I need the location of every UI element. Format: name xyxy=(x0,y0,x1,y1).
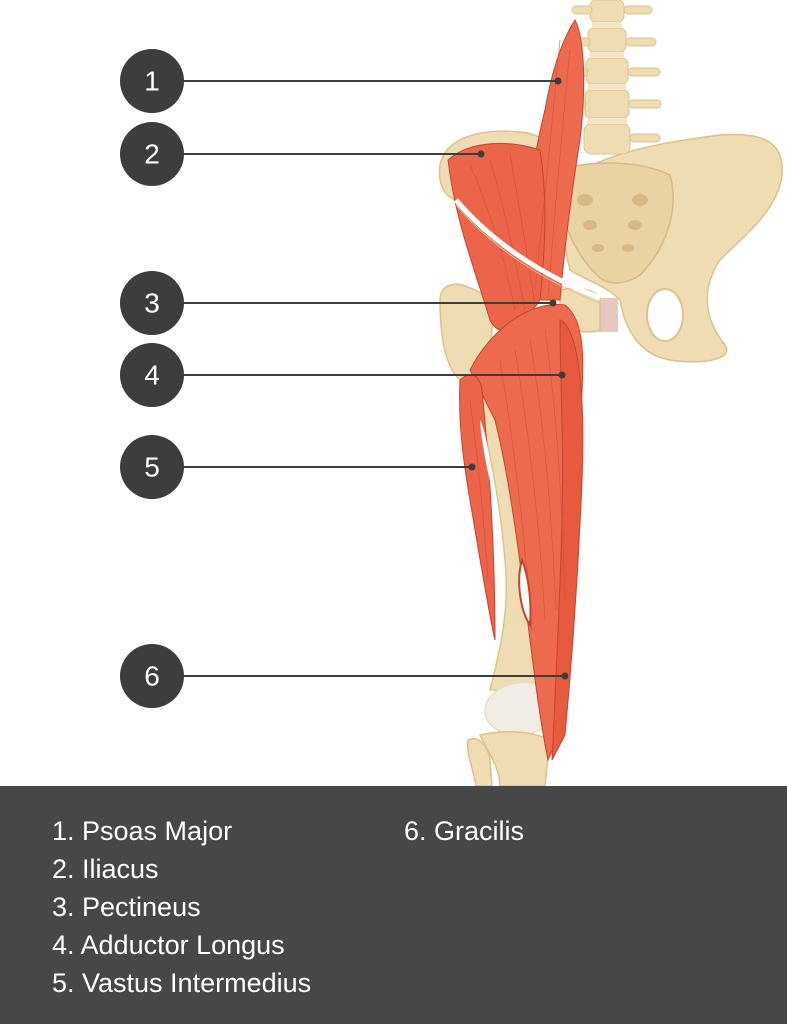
legend-panel: 1. Psoas Major 2. Iliacus 3. Pectineus 4… xyxy=(0,786,787,1024)
legend-item-psoas-major: 1. Psoas Major xyxy=(52,812,311,850)
obturator-foramen xyxy=(647,289,683,341)
marker-number: 1 xyxy=(144,66,160,97)
marker-number: 2 xyxy=(144,139,160,170)
pubic-symphysis xyxy=(598,298,618,332)
legend-item-pectineus: 3. Pectineus xyxy=(52,888,311,926)
marker-number: 3 xyxy=(144,288,160,319)
label-marker-5: 5 xyxy=(120,435,476,499)
legend-column-left: 1. Psoas Major 2. Iliacus 3. Pectineus 4… xyxy=(52,812,311,1002)
marker-number: 5 xyxy=(144,452,160,483)
legend-item-vastus-intermedius: 5. Vastus Intermedius xyxy=(52,964,311,1002)
legend-item-gracilis: 6. Gracilis xyxy=(404,812,524,850)
marker-number: 4 xyxy=(144,360,160,391)
anatomy-figure: 1 2 3 4 5 6 xyxy=(0,0,787,786)
legend-item-adductor-longus: 4. Adductor Longus xyxy=(52,926,311,964)
legend-column-right: 6. Gracilis xyxy=(404,812,524,850)
anatomy-illustration: 1 2 3 4 5 6 xyxy=(0,0,787,786)
label-marker-1: 1 xyxy=(120,49,562,113)
legend-item-iliacus: 2. Iliacus xyxy=(52,850,311,888)
label-marker-2: 2 xyxy=(120,122,485,186)
marker-number: 6 xyxy=(144,661,160,692)
